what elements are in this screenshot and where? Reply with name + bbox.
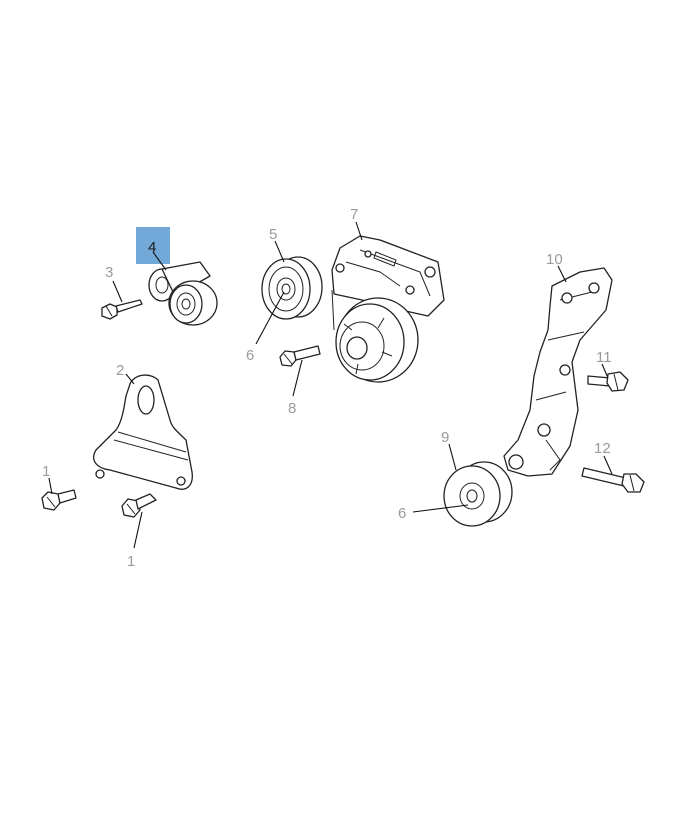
- callout-9[interactable]: 9: [441, 429, 449, 446]
- callout-6-right[interactable]: 6: [398, 505, 406, 522]
- part-11-bolt[interactable]: [587, 371, 629, 392]
- callout-12[interactable]: 12: [594, 440, 611, 457]
- callout-5[interactable]: 5: [269, 226, 277, 243]
- part-1-bolt-b[interactable]: [121, 493, 157, 518]
- part-7-pump-housing[interactable]: [331, 235, 445, 383]
- callout-4[interactable]: 4: [148, 239, 156, 256]
- part-5-idler-pulley[interactable]: [261, 256, 323, 320]
- part-2-bracket[interactable]: [93, 374, 193, 490]
- callout-7[interactable]: 7: [350, 206, 358, 223]
- callout-2[interactable]: 2: [116, 362, 124, 379]
- callout-10[interactable]: 10: [546, 251, 563, 268]
- part-9-idler-pulley[interactable]: [443, 461, 513, 527]
- callout-6-left[interactable]: 6: [246, 347, 254, 364]
- part-1-bolt-a[interactable]: [41, 489, 77, 511]
- part-10-bracket[interactable]: [503, 267, 613, 477]
- callout-8[interactable]: 8: [288, 400, 296, 417]
- part-12-bolt[interactable]: [581, 467, 645, 493]
- callout-3[interactable]: 3: [105, 264, 113, 281]
- callout-11[interactable]: 11: [596, 349, 612, 366]
- leader-lines: [48, 221, 613, 549]
- part-4-tensioner[interactable]: [148, 261, 218, 326]
- callout-1-top[interactable]: 1: [42, 463, 50, 480]
- part-3-bolt[interactable]: [101, 299, 143, 320]
- callout-1-bottom[interactable]: 1: [127, 553, 135, 570]
- callout-4-highlight[interactable]: [136, 227, 170, 264]
- part-8-bolt[interactable]: [279, 345, 321, 367]
